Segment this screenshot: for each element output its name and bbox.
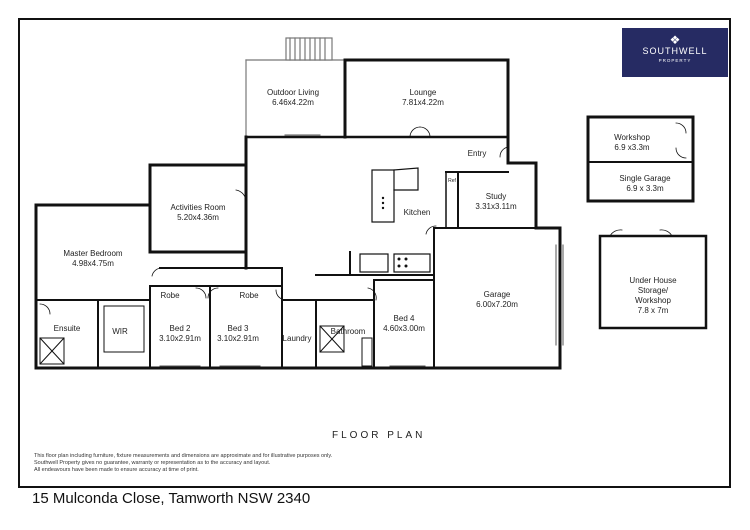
room-size: 3.10x2.91m <box>159 334 201 343</box>
room-entry: Entry <box>468 149 487 159</box>
brand-logo: ❖ SOUTHWELL PROPERTY <box>622 28 728 77</box>
lounge-walls <box>244 58 510 147</box>
room-kitchen: Kitchen <box>404 208 431 218</box>
disclaimer-line-3: All endeavours have been made to ensure … <box>34 467 199 473</box>
room-name: Laundry <box>282 334 312 343</box>
room-bed-2: Bed 2 3.10x2.91m <box>159 324 201 344</box>
brand-subtitle: PROPERTY <box>658 58 692 63</box>
disclaimer: This floor plan including furniture, fix… <box>34 453 332 474</box>
property-address: 15 Mulconda Close, Tamworth NSW 2340 <box>32 490 311 507</box>
room-size: 3.10x2.91m <box>217 334 259 343</box>
room-study: Study 3.31x3.11m <box>475 192 516 212</box>
room-name: Entry <box>467 149 487 158</box>
outdoor-living-walls <box>245 37 346 138</box>
room-outdoor-living: Outdoor Living 6.46x4.22m <box>267 88 319 108</box>
room-fridge: Ref <box>448 176 456 186</box>
room-robe-1: Robe <box>160 291 179 301</box>
page-frame <box>18 18 731 488</box>
room-garage: Garage 6.00x7.20m <box>476 290 518 310</box>
room-size: 5.20x4.36m <box>177 213 219 222</box>
room-size: 7.81x4.22m <box>402 98 444 107</box>
room-bed-3: Bed 3 3.10x2.91m <box>217 324 259 344</box>
room-name: Ensuite <box>53 324 81 333</box>
kitchen-fittings <box>359 167 431 273</box>
room-single-garage: Single Garage 6.9 x 3.3m <box>619 174 670 194</box>
disclaimer-line-1: This floor plan including furniture, fix… <box>34 453 333 459</box>
room-size: 6.9 x3.3m <box>614 143 650 152</box>
room-robe-2: Robe <box>239 291 258 301</box>
door-swings <box>39 126 509 315</box>
room-ensuite: Ensuite <box>54 324 81 334</box>
room-name: Study <box>485 192 507 201</box>
disclaimer-line-2: Southwell Property gives no guarantee, w… <box>34 460 271 466</box>
room-name: Garage <box>483 290 511 299</box>
room-name: Activities Room <box>170 203 226 212</box>
room-size: 4.60x3.00m <box>383 324 425 333</box>
room-name: WIR <box>112 327 128 336</box>
room-lounge: Lounge 7.81x4.22m <box>402 88 444 108</box>
room-name: Master Bedroom <box>63 249 123 258</box>
room-size: 3.31x3.11m <box>475 202 517 211</box>
room-size: 6.00x7.20m <box>476 300 518 309</box>
main-house-walls <box>34 135 562 370</box>
brand-mark-icon: ❖ <box>669 33 681 47</box>
room-laundry: Laundry <box>283 334 312 344</box>
room-size: 7.8 x 7m <box>637 306 669 315</box>
kitchen-cooktop <box>381 196 408 268</box>
room-name: Workshop <box>614 133 650 142</box>
room-name: Single Garage <box>619 174 671 183</box>
room-master-bedroom: Master Bedroom 4.98x4.75m <box>63 249 122 269</box>
room-size: 6.46x4.22m <box>272 98 314 107</box>
room-name: Robe <box>160 291 180 300</box>
room-size: 6.9 x 3.3m <box>626 184 664 193</box>
room-wir: WIR <box>112 327 128 337</box>
under-house-walls <box>598 229 708 330</box>
room-name: Bed 3 <box>227 324 249 333</box>
outbuilding-walls <box>586 115 695 203</box>
bathroom-fittings <box>39 305 373 367</box>
room-name: Bed 4 <box>393 314 415 323</box>
room-under-house: Under House Storage/ Workshop 7.8 x 7m <box>629 276 676 316</box>
room-name: Ref <box>448 178 456 184</box>
room-name: Bed 2 <box>169 324 191 333</box>
room-bathroom: Bathroom <box>331 327 366 337</box>
room-name: Lounge <box>409 88 437 97</box>
room-name-line-2: Storage/ <box>637 286 669 295</box>
windows <box>159 134 564 367</box>
room-activities: Activities Room 5.20x4.36m <box>170 203 225 223</box>
room-name: Bathroom <box>330 327 366 336</box>
brand-name: SOUTHWELL <box>642 46 708 56</box>
room-size: 4.98x4.75m <box>72 259 114 268</box>
floor-plan-title: FLOOR PLAN <box>332 430 426 441</box>
room-name-line-1: Under House <box>629 276 677 285</box>
room-bed-4: Bed 4 4.60x3.00m <box>383 314 425 334</box>
room-workshop: Workshop 6.9 x3.3m <box>614 133 650 153</box>
room-name: Robe <box>239 291 259 300</box>
room-name: Kitchen <box>403 208 431 217</box>
room-name: Outdoor Living <box>266 88 320 97</box>
room-name-line-3: Workshop <box>635 296 671 305</box>
